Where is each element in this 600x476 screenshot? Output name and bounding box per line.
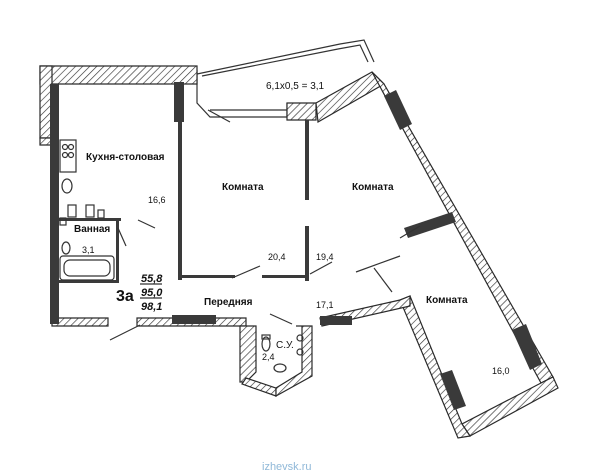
room1-area: 20,4	[268, 252, 286, 262]
wc-fixtures	[261, 334, 304, 373]
exterior-walls	[39, 65, 559, 439]
kitchen-name: Кухня-столовая	[86, 152, 165, 163]
living-area: 55,8	[141, 273, 163, 285]
hall-name: Передняя	[204, 297, 253, 308]
room3-area: 16,0	[492, 366, 510, 376]
area-with-balcony: 98,1	[141, 301, 162, 313]
kitchen-area: 16,6	[148, 195, 166, 205]
wc-name: С.У.	[276, 340, 294, 351]
door-swings	[109, 109, 421, 341]
hall-area: 17,1	[316, 300, 334, 310]
apartment-summary: 3а 55,8 95,0 98,1	[116, 273, 163, 313]
balcony-formula: 6,1x0,5 = 3,1	[266, 81, 325, 92]
wc-area: 2,4	[262, 352, 275, 362]
watermark: izhevsk.ru	[262, 461, 312, 473]
kitchen-fixtures	[59, 139, 105, 226]
room1-name: Комната	[222, 182, 264, 193]
interior-walls	[50, 82, 542, 410]
apartment-type: 3а	[116, 288, 134, 305]
room3-name: Комната	[426, 295, 468, 306]
bathroom-fixtures	[59, 241, 115, 281]
bathroom-area: 3,1	[82, 245, 95, 255]
total-area: 95,0	[141, 287, 163, 299]
bathroom-name: Ванная	[74, 224, 110, 235]
room2-area: 19,4	[316, 252, 334, 262]
room2-name: Комната	[352, 182, 394, 193]
